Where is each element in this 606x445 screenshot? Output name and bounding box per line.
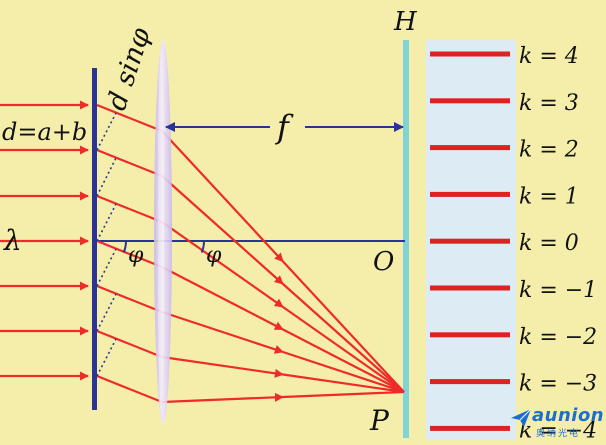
diffracted-ray-before-lens — [96, 194, 163, 224]
diffracted-ray-before-lens — [96, 239, 163, 269]
diffracted-ray-to-p — [282, 328, 405, 393]
fringe-line — [430, 145, 510, 151]
order-label: k = −1 — [519, 278, 597, 303]
diffracted-ray-to-p — [282, 306, 405, 393]
diffracted-ray-to-p — [282, 373, 405, 394]
paper-plane-icon — [511, 408, 532, 427]
label-screen-h: H — [393, 7, 418, 37]
dotted-line — [96, 112, 117, 151]
diffracted-ray-before-lens — [96, 148, 163, 178]
fringe-line — [430, 285, 510, 291]
order-label: k = −4 — [519, 418, 597, 443]
fringe-line — [430, 98, 510, 104]
dotted-line — [96, 338, 117, 377]
diffracted-ray-to-p — [282, 350, 405, 394]
diffracted-ray-arrow — [161, 310, 284, 354]
fringe-line — [430, 191, 510, 197]
order-label: k = 1 — [519, 184, 579, 209]
order-label: k = −2 — [519, 325, 597, 350]
dotted-line — [96, 157, 117, 197]
path-difference-lines — [96, 112, 117, 377]
fringe-line — [430, 425, 510, 431]
diffracted-ray-arrow — [161, 221, 284, 308]
diffracted-ray-to-p — [282, 283, 405, 393]
order-label: k = 0 — [519, 231, 579, 256]
angle-arc-1 — [122, 240, 127, 253]
fringe-line — [430, 51, 510, 57]
label-point-p: P — [369, 404, 390, 437]
diffracted-ray-arrow — [161, 392, 284, 404]
logo-subtitle: 奥纳光电 — [536, 429, 581, 439]
order-label: k = −3 — [519, 372, 597, 397]
order-label: k = 2 — [519, 138, 579, 163]
lens — [154, 40, 172, 424]
fringe-group — [430, 51, 510, 431]
dotted-line — [96, 203, 117, 242]
diffracted-ray-arrow — [161, 175, 284, 285]
diffracted-ray-before-lens — [96, 284, 163, 314]
lens-highlight — [158, 47, 164, 417]
fringe-line — [430, 238, 510, 244]
screen-h — [403, 40, 409, 438]
order-label: k = 3 — [519, 91, 579, 116]
angle-arc-2 — [200, 240, 205, 253]
dotted-line — [96, 248, 117, 287]
order-label-group: k = 4 k = 3 k = 2 k = 1 k = 0 k = −1 k = −2 k =… — [519, 44, 597, 443]
diffracted-ray-before-lens — [96, 374, 163, 404]
diffracted-ray-arrow — [161, 266, 284, 331]
label-angle-2: φ — [206, 243, 222, 268]
label-wavelength: λ — [3, 224, 22, 257]
dotted-line — [96, 293, 117, 332]
label-origin-o: O — [373, 247, 394, 277]
diffracted-ray-before-lens — [96, 103, 163, 133]
diffracted-ray-arrow — [161, 130, 284, 263]
logo-wordmark: aunion — [532, 405, 605, 426]
diffracted-ray-arrow — [161, 355, 284, 378]
fringe-line — [430, 379, 510, 385]
grating — [92, 68, 97, 410]
incident-rays — [0, 100, 89, 381]
fringe-line — [430, 332, 510, 338]
label-grating-formula: d=a+b — [2, 118, 87, 146]
diffracted-ray-before-lens — [96, 329, 163, 359]
diffracted-ray-to-p — [282, 390, 405, 399]
order-label: k = 4 — [519, 44, 579, 69]
label-focal-length: f — [275, 108, 294, 146]
label-path-difference: d sinφ — [101, 24, 157, 114]
diffracted-ray-to-p — [282, 260, 405, 393]
diffracted-rays — [96, 103, 405, 404]
aunion-logo: aunion 奥纳光电 — [510, 403, 605, 441]
label-angle-1: φ — [128, 243, 144, 268]
